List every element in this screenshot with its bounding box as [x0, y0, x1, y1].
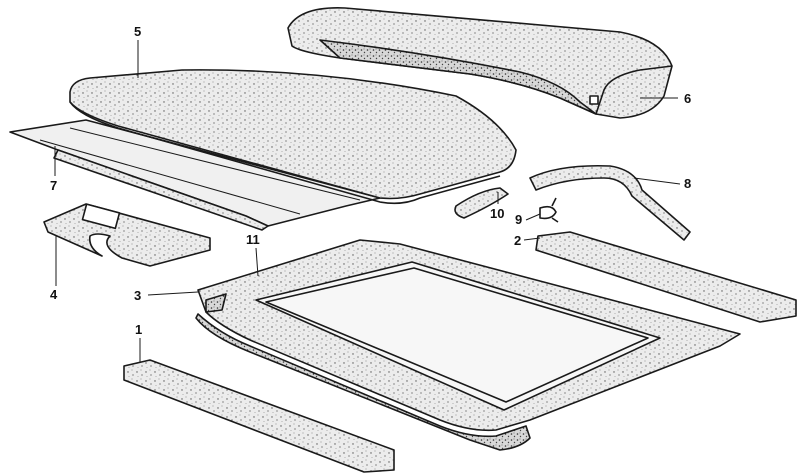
rear-foam-block	[287, 7, 673, 119]
right-strip	[535, 231, 797, 323]
callout-11: 11	[246, 232, 260, 247]
u-shaped-pad	[43, 203, 211, 267]
callout-7: 7	[50, 178, 57, 193]
short-hose	[454, 187, 509, 219]
hose-clamp	[539, 197, 559, 223]
callout-1: 1	[135, 322, 142, 337]
callout-9: 9	[515, 212, 522, 227]
callout-6: 6	[684, 91, 691, 106]
callout-8: 8	[684, 176, 691, 191]
callout-4: 4	[50, 287, 58, 302]
front-strip	[123, 359, 395, 473]
callout-2: 2	[514, 233, 521, 248]
bent-drain-hose	[529, 164, 691, 241]
callouts: 5 6 7 8 10 9 11 2 4 3 1	[50, 24, 691, 362]
callout-3: 3	[134, 288, 141, 303]
sunroof-frame	[195, 239, 741, 451]
headliner-panel	[69, 69, 517, 205]
callout-10: 10	[490, 206, 504, 221]
callout-5: 5	[134, 24, 141, 39]
